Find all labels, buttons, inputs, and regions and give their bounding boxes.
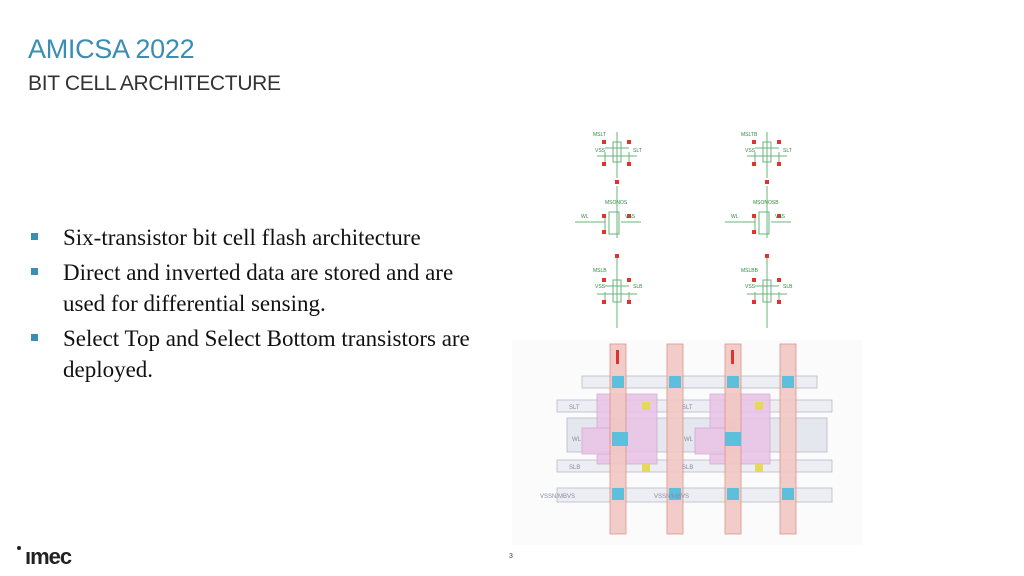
label-slt: SLT [783,148,792,154]
label-slt: SLT [633,148,642,154]
page-number: 3 [509,553,513,560]
slide-title: AMICSA 2022 [28,34,195,64]
label-vss: VSS [625,214,636,220]
label-slb: SLB [633,284,643,290]
label-vss: VSS [595,284,606,290]
bullet-item: Select Top and Select Bottom transistors… [30,323,470,385]
bullet-item: Direct and inverted data are stored and … [30,257,470,319]
layout-label-wl: WL [684,437,694,443]
label-vss: VSS [775,214,786,220]
bullet-list: Six-transistor bit cell flash architectu… [30,222,470,389]
label-mslbb: MSLBB [741,268,759,274]
label-msltb: MSLTB [741,132,758,138]
schematic-left [575,132,641,328]
label-msonosb: MSONOSB [753,200,779,206]
label-vss: VSS [745,148,756,154]
bullet-item: Six-transistor bit cell flash architectu… [30,222,470,253]
logo-dot-icon [17,546,21,550]
label-vss: VSS [595,148,606,154]
layout-label-slt: SLT [682,405,693,411]
layout-label-slb: SLB [569,465,580,471]
label-mslt: MSLT [593,132,606,138]
transistor-schematic: MSLT VSS SLT MSONOS WL VSS MSLB VSS SLB … [575,132,793,328]
layout-label-slt: SLT [569,405,580,411]
slide-subtitle: BIT CELL ARCHITECTURE [28,72,281,95]
schematic-right [725,132,791,328]
label-vss: VSS [745,284,756,290]
bitcell-layout: SLT SLT WL WL SLB SLB VSSN/MBVS VSSN/MBV… [512,340,862,545]
label-mslb: MSLB [593,268,607,274]
layout-label-vss: VSSN/MBVS [540,494,575,500]
label-msonos: MSONOS [605,200,628,206]
logo-text: ımec [25,544,72,569]
layout-label-slb: SLB [682,465,693,471]
label-slb: SLB [783,284,793,290]
layout-label-vss: VSSN/MBVS [654,494,689,500]
imec-logo: ımec [17,542,87,572]
label-wl: WL [581,214,589,220]
label-wl: WL [731,214,739,220]
layout-label-wl: WL [572,437,582,443]
